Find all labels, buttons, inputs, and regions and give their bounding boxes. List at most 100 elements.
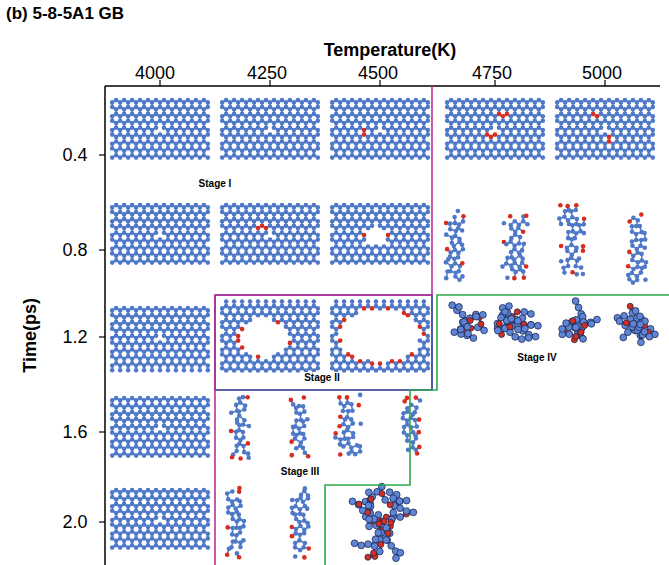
carbon-atom	[170, 153, 175, 158]
carbon-atom	[316, 105, 321, 110]
carbon-atom	[358, 135, 363, 140]
carbon-atom	[509, 114, 514, 119]
carbon-atom	[469, 155, 474, 160]
carbon-atom	[158, 132, 163, 137]
carbon-atom	[457, 121, 462, 126]
carbon-atom	[228, 119, 233, 124]
carbon-atom	[268, 155, 273, 160]
carbon-atom	[481, 98, 486, 103]
carbon-atom	[529, 107, 534, 112]
carbon-atom	[260, 132, 265, 137]
carbon-atom	[206, 100, 211, 105]
carbon-atom	[190, 119, 195, 124]
carbon-atom	[469, 146, 474, 151]
carbon-atom	[386, 146, 391, 151]
carbon-atom	[264, 121, 269, 126]
carbon-atom	[178, 135, 183, 140]
carbon-atom	[541, 128, 546, 133]
carbon-atom	[517, 142, 522, 147]
carbon-atom	[501, 128, 506, 133]
carbon-atom	[304, 121, 309, 126]
carbon-atom	[190, 128, 195, 133]
carbon-atom	[280, 98, 285, 103]
carbon-atom	[394, 128, 399, 133]
carbon-atom	[517, 119, 522, 124]
carbon-atom	[465, 125, 470, 130]
carbon-atom	[110, 142, 115, 147]
carbon-atom	[533, 142, 538, 147]
carbon-atom	[370, 114, 375, 119]
carbon-atom	[563, 128, 568, 133]
carbon-atom	[236, 114, 241, 119]
carbon-atom	[232, 135, 237, 140]
carbon-atom	[493, 142, 498, 147]
carbon-atom	[398, 125, 403, 130]
carbon-atom	[398, 112, 403, 117]
carbon-atom	[154, 125, 159, 130]
carbon-atom	[202, 121, 207, 126]
carbon-atom	[206, 119, 211, 124]
carbon-atom	[346, 105, 351, 110]
carbon-atom	[182, 119, 187, 124]
carbon-atom	[445, 155, 450, 160]
carbon-atom	[473, 121, 478, 126]
carbon-atom	[461, 114, 466, 119]
carbon-atom	[304, 153, 309, 158]
carbon-atom	[453, 132, 458, 137]
carbon-atom	[541, 114, 546, 119]
carbon-atom	[260, 114, 265, 119]
carbon-atom	[154, 148, 159, 153]
carbon-atom	[426, 114, 431, 119]
carbon-atom	[342, 125, 347, 130]
carbon-atom	[370, 142, 375, 147]
carbon-atom	[497, 98, 502, 103]
carbon-atom	[517, 155, 522, 160]
carbon-atom	[292, 155, 297, 160]
carbon-atom	[559, 148, 564, 153]
carbon-atom	[334, 98, 339, 103]
carbon-atom	[453, 119, 458, 124]
carbon-atom	[248, 112, 253, 117]
carbon-atom	[374, 139, 379, 144]
carbon-atom	[256, 98, 261, 103]
carbon-atom	[382, 107, 387, 112]
carbon-atom	[477, 146, 482, 151]
carbon-atom	[296, 135, 301, 140]
carbon-atom	[244, 100, 249, 105]
carbon-atom	[509, 132, 514, 137]
carbon-atom	[276, 119, 281, 124]
carbon-atom	[469, 142, 474, 147]
carbon-atom	[426, 146, 431, 151]
carbon-atom	[248, 153, 253, 158]
carbon-atom	[533, 114, 538, 119]
carbon-atom	[220, 100, 225, 105]
carbon-atom	[567, 148, 572, 153]
carbon-atom	[170, 98, 175, 103]
carbon-atom	[316, 128, 321, 133]
carbon-atom	[150, 105, 155, 110]
carbon-atom	[264, 112, 269, 117]
carbon-atom	[338, 155, 343, 160]
carbon-atom	[525, 100, 530, 105]
carbon-atom	[362, 119, 367, 124]
carbon-atom	[521, 148, 526, 153]
carbon-atom	[533, 100, 538, 105]
carbon-atom	[308, 114, 313, 119]
carbon-atom	[390, 98, 395, 103]
carbon-atom	[465, 121, 470, 126]
carbon-atom	[382, 153, 387, 158]
carbon-atom	[354, 114, 359, 119]
carbon-atom	[244, 119, 249, 124]
carbon-atom	[457, 148, 462, 153]
carbon-atom	[206, 142, 211, 147]
carbon-atom	[422, 153, 427, 158]
carbon-atom	[469, 132, 474, 137]
carbon-atom	[292, 114, 297, 119]
graphene-sheet	[555, 98, 655, 160]
carbon-atom	[555, 119, 560, 124]
carbon-atom	[268, 119, 273, 124]
carbon-atom	[559, 125, 564, 130]
carbon-atom	[414, 112, 419, 117]
carbon-atom	[461, 100, 466, 105]
carbon-atom	[418, 128, 423, 133]
